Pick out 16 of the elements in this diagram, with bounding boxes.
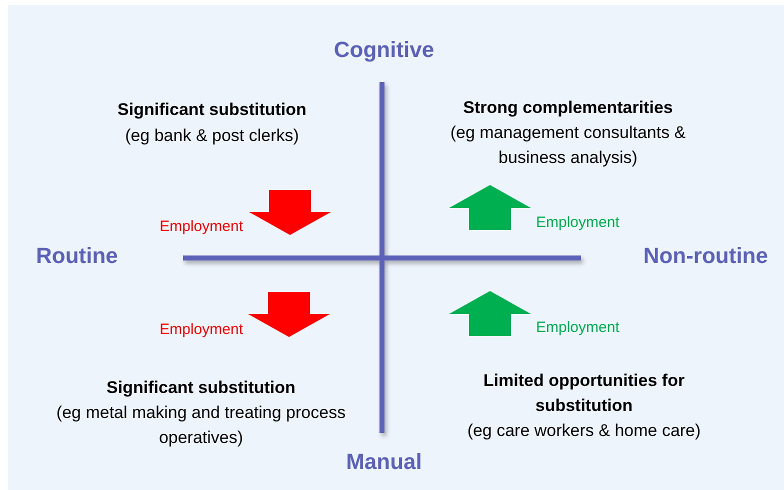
employment-label: Employment xyxy=(158,320,243,340)
quadrant-example: (eg bank & post clerks) xyxy=(124,125,300,147)
quadrant-heading: Significant substitution xyxy=(106,377,296,399)
employment-label: Employment xyxy=(158,217,243,237)
quadrant-example: (eg management consultants & business analysis) xyxy=(449,122,687,169)
employment-label: Employment xyxy=(536,213,620,233)
quadrant-heading: Significant substitution xyxy=(116,99,308,121)
axis-label: Non-routine xyxy=(642,243,768,269)
axis-label: Routine xyxy=(36,243,119,269)
quadrant-heading: Strong complementarities xyxy=(462,97,674,119)
quadrant-example: (eg care workers & home care) xyxy=(466,420,702,442)
axis-label: Manual xyxy=(345,449,423,475)
quadrant-example: (eg metal making and treating process operatives) xyxy=(55,402,347,449)
employment-label: Employment xyxy=(536,318,620,338)
axis-label: Cognitive xyxy=(332,37,436,63)
quadrant-heading: Limited opportunities for substitution xyxy=(482,370,686,417)
